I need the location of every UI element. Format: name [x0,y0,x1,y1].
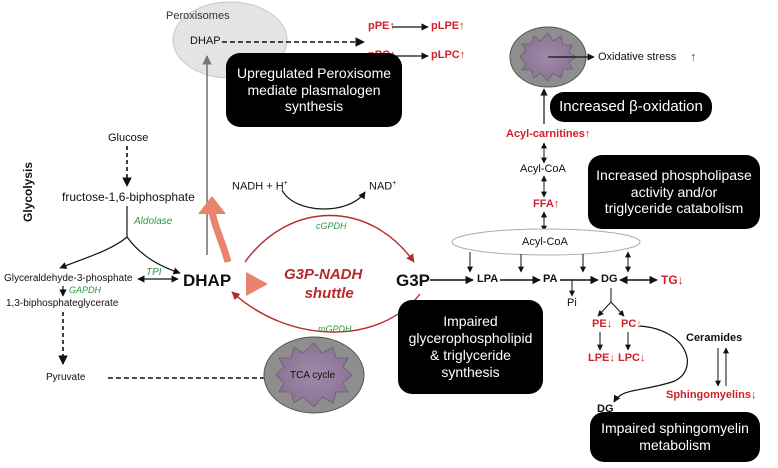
lpa-label: LPA [477,273,499,285]
tca-label: TCA cycle [290,370,336,381]
branch-dg-pc [610,301,625,317]
pe-label: PE↓ [592,318,613,330]
lpc-label: LPC↓ [618,352,646,364]
tg-label: TG↓ [661,273,684,287]
pi-label: Pi [567,297,577,309]
dg-sphingo-label: DG [597,403,614,415]
g3p-main-label: G3P [396,271,431,290]
aldolase-left [59,236,128,269]
ceramides-label: Ceramides [686,332,743,344]
shuttle-arc-top [244,214,415,263]
mitochondrion-inner-tca [275,342,353,408]
g3p-long-label: Glyceraldehyde-3-phosphate [4,273,133,284]
sphingomyelins-label: Sphingomyelins↓ [666,389,757,401]
ppe-label: pPE↑ [368,20,395,32]
nad-label: NAD+ [369,180,397,193]
aldolase-label: Aldolase [134,216,173,227]
oxidative-stress-arrow: ↑ [690,49,697,64]
acyl-carnitines-label: Acyl-carnitines↑ [506,128,591,140]
peroxisome-dhap: DHAP [190,35,221,47]
fbp-label: fructose-1,6-biphosphate [62,190,195,204]
aldolase-right [126,236,181,275]
pyruvate-label: Pyruvate [46,372,86,383]
salmon-arrowhead-up [198,196,226,214]
plpe-label: pLPE↑ [431,20,465,32]
lpe-label: LPE↓ [588,352,615,364]
tpi-label: TPI [146,267,162,278]
oxidative-stress-label: Oxidative stress [598,51,677,63]
peroxisomes-label: Peroxisomes [166,10,230,22]
pc-label: PC↓ [621,318,642,330]
nadh-label: NADH + H+ [232,180,288,193]
curve-pc-dg [613,325,688,403]
acylcoa-oval [451,228,641,256]
acylcoa-top-label: Acyl-CoA [520,163,566,175]
dg-label: DG [601,273,618,285]
salmon-arrowhead-right [246,272,268,296]
box-beta-oxidation: Increased β-oxidation [550,92,712,122]
ffa-label: FFA↑ [533,198,560,210]
arrow-nadh-nad [281,189,366,210]
plpc-label: pLPC↑ [431,49,466,61]
glucose-label: Glucose [108,132,149,144]
cgpdh-label: cGPDH [316,221,347,231]
pa-label: PA [543,273,558,285]
mgpdh-label: mGPDH [318,324,352,334]
dhap-main-label: DHAP [183,271,232,290]
branch-dg-pe [597,301,612,317]
salmon-arrow-up [208,211,232,263]
acylcoa-oval-label: Acyl-CoA [522,236,568,248]
bpg-label: 1,3-biphosphateglycerate [6,298,119,309]
gapdh-label: GAPDH [69,285,102,295]
glycolysis-title: Glycolysis [21,161,35,222]
